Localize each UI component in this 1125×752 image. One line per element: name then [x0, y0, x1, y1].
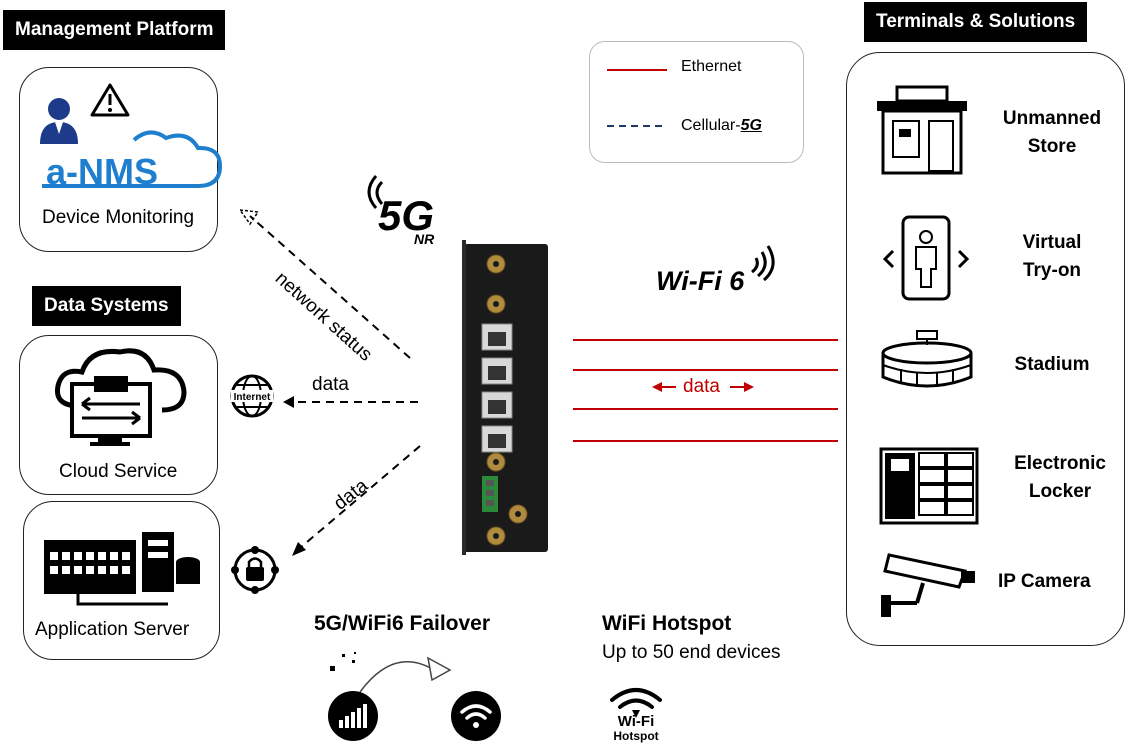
terminal-line1: Virtual [1022, 232, 1082, 253]
device-monitoring-label: Device Monitoring [42, 207, 195, 228]
cellular-legend-line [607, 125, 667, 127]
terminal-label-unmanned-store: Unmanned Store [987, 105, 1117, 161]
application-server-card: Application Server [23, 501, 220, 660]
fiveg-nr-text: NR [414, 231, 435, 247]
application-server-label: Application Server [35, 619, 190, 640]
data-internet-link-label: data [312, 374, 349, 395]
data-systems-tag: Data Systems [32, 286, 181, 326]
user-icon [40, 98, 78, 144]
terminal-line2: Locker [1028, 481, 1092, 502]
terminals-solutions-tag: Terminals & Solutions [864, 2, 1088, 42]
ethernet-legend-line [607, 69, 667, 71]
warning-icon [90, 83, 130, 117]
hotspot-subtitle: Up to 50 end devices [602, 642, 781, 663]
wifi-circle-icon [451, 691, 501, 741]
cellular-legend-label: Cellular-5G [681, 117, 762, 135]
fiveg-text: 5G [378, 192, 434, 239]
terminal-line1: Stadium [1014, 354, 1090, 375]
anms-cloud-logo: a-NMS [42, 130, 223, 192]
ethernet-legend-label: Ethernet [681, 58, 742, 75]
ip-camera-icon [881, 553, 975, 617]
terminal-line2: Try-on [1022, 260, 1082, 281]
stadium-icon [881, 330, 973, 388]
hotspot-icon-hotspot-text: Hotspot [613, 729, 658, 743]
wifi6-text: Wi-Fi 6 [656, 266, 745, 296]
terminal-line2: Store [1027, 136, 1077, 157]
cellular-legend-5g: 5G [740, 117, 762, 134]
store-icon [877, 85, 967, 175]
terminal-line1: Electronic [1014, 453, 1106, 474]
failover-title: 5G/WiFi6 Failover [314, 612, 491, 635]
data-terminals-link-label: data [683, 376, 720, 397]
server-rack-icon [44, 532, 200, 606]
cellular-legend-prefix: Cellular- [681, 117, 741, 134]
cellular-signal-icon [328, 691, 378, 741]
terminal-label-electronic-locker: Electronic Locker [995, 450, 1125, 506]
cloud-server-icon [54, 348, 187, 446]
cloud-service-label: Cloud Service [59, 461, 178, 482]
management-platform-tag: Management Platform [3, 10, 226, 50]
device-monitoring-card: a-NMS Device Monitoring [19, 67, 223, 252]
router-device [462, 240, 548, 555]
wifi-hotspot-icon: Wi-Fi Hotspot [610, 688, 662, 743]
terminal-label-stadium: Stadium [987, 351, 1117, 379]
virtual-tryon-icon [882, 215, 970, 301]
terminal-line1: Unmanned [1002, 108, 1102, 129]
hotspot-title: WiFi Hotspot [602, 612, 732, 635]
failover-arrow-icon [330, 652, 452, 693]
anms-logo-text: a-NMS [46, 151, 158, 192]
internet-globe-icon: Internet [230, 374, 274, 418]
fiveg-signal-icon: 5G NR [367, 175, 435, 247]
internet-icon-text: Internet [234, 392, 271, 403]
cloud-service-card: Cloud Service [19, 335, 218, 495]
terminal-label-ip-camera: IP Camera [998, 571, 1091, 592]
hotspot-icon-wifi-text: Wi-Fi [618, 713, 655, 730]
terminals-card: Unmanned Store Virtual Try-on Stadium [846, 52, 1125, 646]
security-lock-icon [231, 546, 279, 594]
legend-box: Ethernet Cellular-5G [589, 41, 804, 163]
terminal-label-virtual-tryon: Virtual Try-on [987, 229, 1117, 285]
wifi6-signal-icon: Wi-Fi 6 [656, 245, 775, 296]
locker-icon [879, 447, 979, 525]
